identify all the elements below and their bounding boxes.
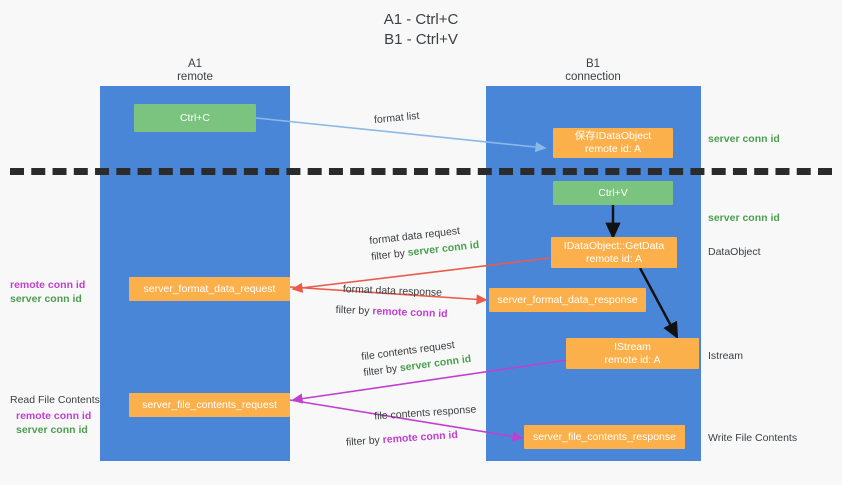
arrow-label-format-list: format list [373, 108, 420, 128]
label-group-conn-ids-top: remote conn id server conn id [10, 278, 85, 306]
title-line-1: A1 - Ctrl+C [383, 11, 459, 28]
divider-dashed-line [10, 168, 832, 175]
box-ctrl-v-label: Ctrl+V [598, 186, 628, 199]
filter-key-remote-conn-id: remote conn id [372, 305, 448, 321]
filter-prefix: filter by [335, 303, 373, 318]
filter-prefix: filter by [362, 362, 401, 379]
box-save-idataobject-line2: remote id: A [584, 143, 642, 155]
arrow-label-format-data-response-filter: filter by remote conn id [335, 302, 448, 322]
box-save-idataobject-line1: 保存IDataObject [574, 130, 652, 142]
box-istream-line1: IStream [614, 340, 651, 353]
label-server-conn-id-mid: server conn id [708, 212, 780, 224]
box-ctrl-c[interactable]: Ctrl+C [134, 104, 256, 132]
box-server-file-contents-response-label: server_file_contents_response [532, 430, 676, 443]
box-idataobject-getdata[interactable]: IDataObject::GetData remote id: A [551, 237, 677, 268]
box-istream-line2: remote id: A [604, 353, 661, 366]
label-server-conn-id-1: server conn id [10, 293, 82, 305]
column-header-b1: B1 connection [503, 58, 683, 84]
label-server-conn-id-top: server conn id [708, 133, 780, 145]
column-header-b1-name: B1 [585, 58, 601, 70]
page-title: A1 - Ctrl+C B1 - Ctrl+V [0, 10, 842, 50]
arrow-label-file-contents-request: file contents request filter by server c… [360, 335, 472, 381]
arrow-label-file-contents-response-filter: filter by remote conn id [345, 425, 478, 450]
box-ctrl-v[interactable]: Ctrl+V [553, 181, 673, 205]
label-write-file-contents: Write File Contents [708, 432, 798, 444]
title-line-2: B1 - Ctrl+V [384, 31, 458, 48]
column-header-b1-sub: connection [565, 71, 621, 83]
box-server-format-data-request[interactable]: server_format_data_request [129, 277, 290, 301]
label-remote-conn-id-2: remote conn id [16, 410, 92, 422]
column-header-a1-sub: remote [177, 71, 213, 83]
label-group-read-file-contents: Read File Contents remote conn id server… [10, 393, 100, 436]
label-istream: Istream [708, 350, 744, 362]
column-header-a1-name: A1 [187, 58, 203, 70]
column-header-a1: A1 remote [105, 58, 285, 84]
box-server-format-data-response[interactable]: server_format_data_response [489, 288, 646, 312]
box-server-file-contents-request-label: server_file_contents_request [142, 398, 277, 411]
box-server-format-data-request-label: server_format_data_request [143, 282, 276, 295]
filter-key-remote-conn-id: remote conn id [382, 428, 459, 447]
arrow-label-format-list-text: format list [373, 109, 420, 127]
label-read-file-contents: Read File Contents [10, 394, 100, 406]
box-save-idataobject[interactable]: 保存IDataObject remote id: A [553, 128, 673, 158]
box-idataobject-getdata-line2: remote id: A [585, 252, 643, 265]
arrow-label-format-data-response: format data response filter by remote co… [335, 281, 448, 322]
label-server-conn-id-2: server conn id [16, 424, 88, 436]
arrow-label-file-contents-response-text: file contents response [373, 403, 477, 423]
arrow-label-format-data-request: format data request filter by server con… [369, 221, 480, 265]
box-ctrl-c-label: Ctrl+C [179, 111, 211, 124]
arrow-label-format-data-response-text: format data response [342, 283, 443, 299]
label-dataobject: DataObject [708, 246, 761, 258]
label-remote-conn-id-1: remote conn id [10, 279, 86, 291]
filter-prefix: filter by [370, 246, 409, 264]
box-idataobject-getdata-line1: IDataObject::GetData [563, 239, 665, 252]
box-server-format-data-response-label: server_format_data_response [497, 293, 638, 306]
box-istream[interactable]: IStream remote id: A [566, 338, 699, 369]
box-server-file-contents-request[interactable]: server_file_contents_request [129, 393, 290, 417]
arrow-label-file-contents-response: file contents response filter by remote … [346, 401, 479, 448]
box-server-file-contents-response[interactable]: server_file_contents_response [524, 425, 685, 449]
filter-prefix: filter by [345, 434, 384, 449]
